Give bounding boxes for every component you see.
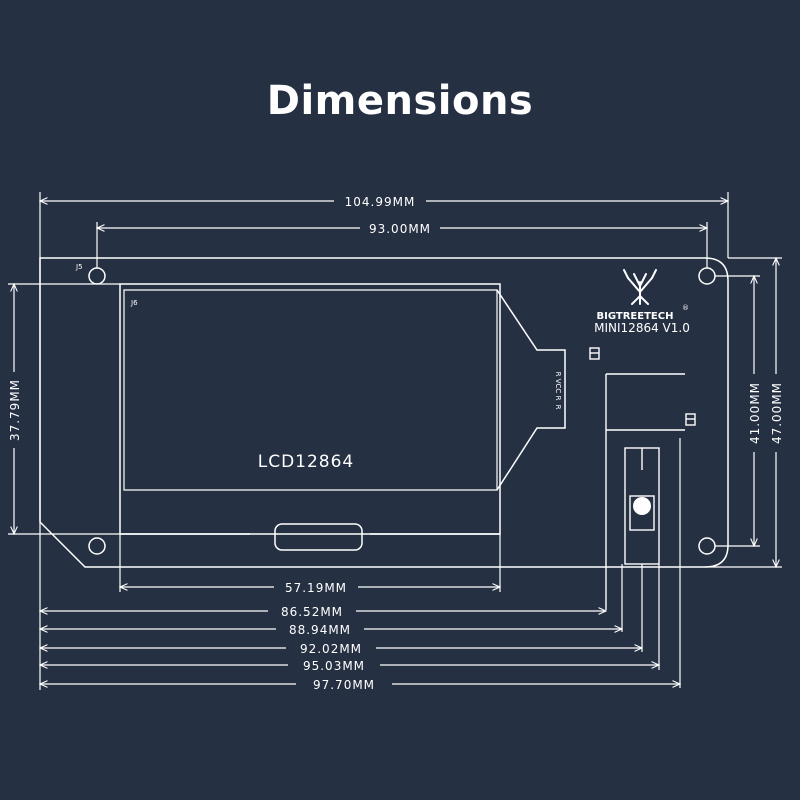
dim-total-width: 104.99MM	[345, 195, 416, 209]
dim-encoder-far: 95.03MM	[303, 659, 365, 673]
right-components	[589, 347, 696, 610]
page-title: Dimensions	[266, 78, 534, 124]
dimension-labels: 104.99MM 93.00MM 57.19MM 86.52MM 88.94MM…	[7, 194, 784, 692]
mount-hole-top-left	[88, 267, 106, 285]
dim-lcd-height: 37.79MM	[8, 379, 22, 441]
dim-hole-spacing-height: 41.00MM	[748, 382, 762, 444]
pin-label: R	[554, 372, 562, 377]
model-label: MINI12864 V1.0	[594, 321, 690, 335]
mount-hole-top-right	[698, 267, 716, 285]
dim-board-right: 97.70MM	[313, 678, 375, 692]
dim-encoder-center: 92.02MM	[300, 642, 362, 656]
dim-total-height: 47.00MM	[770, 382, 784, 444]
lcd-label: LCD12864	[258, 452, 355, 472]
bigtreetech-logo-icon	[623, 269, 657, 305]
dim-encoder-body: 88.94MM	[289, 623, 351, 637]
pin-label: R	[554, 405, 562, 410]
brand-label: BIGTREETECH	[597, 311, 674, 322]
mount-hole-bottom-left	[88, 537, 106, 555]
dimension-lines	[14, 201, 776, 684]
encoder-knob	[633, 497, 651, 515]
pin-label: VCC	[554, 379, 562, 394]
extension-lines	[8, 192, 782, 690]
lcd-module	[119, 283, 566, 551]
mount-hole-bottom-right	[698, 537, 716, 555]
registered-mark: ®	[682, 304, 689, 312]
silkscreen-j5: J5	[75, 263, 83, 271]
silkscreen-j6: J6	[130, 299, 138, 307]
dim-encoder-edge: 86.52MM	[281, 605, 343, 619]
dim-hole-spacing-width: 93.00MM	[369, 222, 431, 236]
pin-label: R	[554, 396, 562, 401]
dim-lcd-width: 57.19MM	[285, 581, 347, 595]
